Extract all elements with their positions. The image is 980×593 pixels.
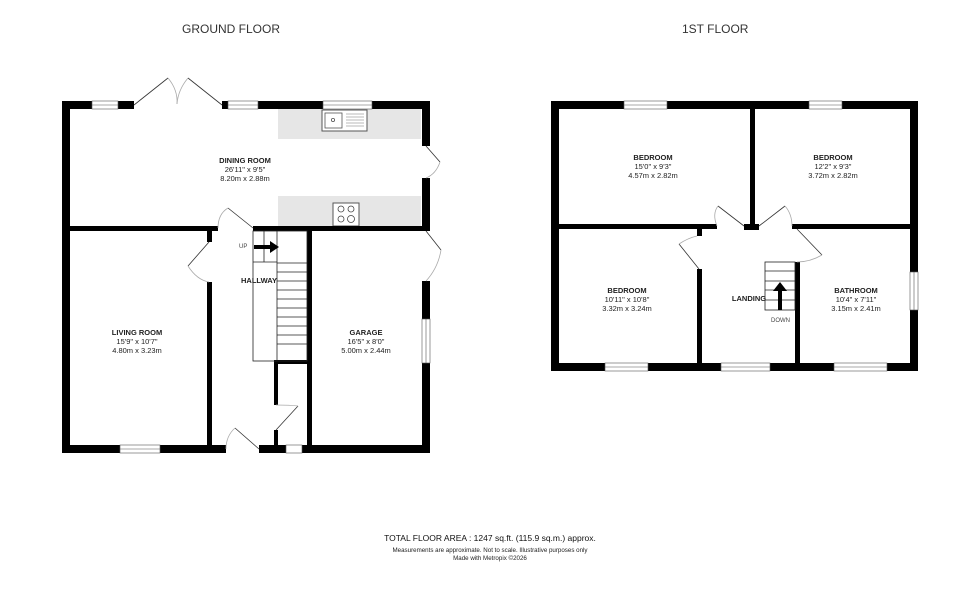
room-name: BATHROOM bbox=[834, 286, 878, 295]
room-label-living-room: LIVING ROOM 15'9" x 10'7" 4.80m x 3.23m bbox=[112, 328, 162, 355]
room-dimensions-metric: 3.15m x 2.41m bbox=[831, 304, 881, 313]
room-dimensions-imperial: 10'4" x 7'11" bbox=[835, 295, 877, 304]
first-walls bbox=[551, 101, 918, 371]
room-dimensions-imperial: 10'11" x 10'8" bbox=[604, 295, 650, 304]
first-floor-plan bbox=[551, 100, 919, 372]
room-name: LIVING ROOM bbox=[111, 328, 163, 337]
room-label-bedroom-3: BEDROOM 10'11" x 10'8" 3.32m x 3.24m bbox=[602, 286, 652, 313]
ground-floor-title: GROUND FLOOR bbox=[182, 22, 281, 36]
credit: Made with Metropix ©2026 bbox=[453, 555, 527, 562]
stairs-down-label: DOWN bbox=[771, 318, 790, 324]
room-dimensions-metric: 8.20m x 2.88m bbox=[220, 174, 270, 183]
room-label-dining-room: DINING ROOM 26'11" x 9'5" 8.20m x 2.88m bbox=[219, 156, 271, 183]
room-name: HALLWAY bbox=[241, 276, 277, 285]
room-name: BEDROOM bbox=[813, 153, 853, 162]
room-name: DINING ROOM bbox=[219, 156, 271, 165]
room-label-bedroom-2: BEDROOM 12'2" x 9'3" 3.72m x 2.82m bbox=[808, 153, 858, 180]
room-label-hallway: HALLWAY bbox=[241, 276, 277, 285]
room-dimensions-imperial: 16'5" x 8'0" bbox=[347, 337, 385, 346]
hob-icon bbox=[332, 202, 360, 227]
room-label-garage: GARAGE 16'5" x 8'0" 5.00m x 2.44m bbox=[341, 328, 391, 355]
stairs-up-arrow bbox=[254, 241, 279, 253]
room-dimensions-metric: 4.57m x 2.82m bbox=[628, 171, 678, 180]
room-label-bedroom-1: BEDROOM 15'0" x 9'3" 4.57m x 2.82m bbox=[628, 153, 678, 180]
room-dimensions-metric: 4.80m x 3.23m bbox=[112, 346, 162, 355]
ground-windows bbox=[91, 100, 431, 454]
stairs-up-label: UP bbox=[239, 244, 248, 250]
ground-doors bbox=[133, 77, 442, 450]
first-floor-title: 1ST FLOOR bbox=[682, 22, 749, 36]
room-name: LANDING bbox=[731, 294, 767, 303]
room-name: GARAGE bbox=[349, 328, 383, 337]
room-label-bathroom: BATHROOM 10'4" x 7'11" 3.15m x 2.41m bbox=[831, 286, 881, 313]
ground-walls bbox=[62, 101, 430, 453]
room-label-landing: LANDING bbox=[732, 294, 766, 303]
room-name: BEDROOM bbox=[633, 153, 673, 162]
room-dimensions-imperial: 15'0" x 9'3" bbox=[634, 162, 672, 171]
sink-icon bbox=[321, 109, 368, 132]
room-dimensions-metric: 5.00m x 2.44m bbox=[341, 346, 391, 355]
room-dimensions-metric: 3.72m x 2.82m bbox=[808, 171, 858, 180]
stairs-down-arrow bbox=[773, 282, 787, 310]
ground-stairs bbox=[252, 230, 308, 362]
total-floor-area: TOTAL FLOOR AREA : 1247 sq.ft. (115.9 sq… bbox=[384, 533, 596, 543]
room-dimensions-metric: 3.32m x 3.24m bbox=[602, 304, 652, 313]
disclaimer: Measurements are approximate. Not to sca… bbox=[392, 547, 588, 554]
room-dimensions-imperial: 26'11" x 9'5" bbox=[224, 165, 266, 174]
room-dimensions-imperial: 12'2" x 9'3" bbox=[814, 162, 852, 171]
room-dimensions-imperial: 15'9" x 10'7" bbox=[116, 337, 158, 346]
first-doors bbox=[678, 205, 823, 270]
footer: TOTAL FLOOR AREA : 1247 sq.ft. (115.9 sq… bbox=[0, 533, 980, 563]
ground-floor-plan bbox=[62, 77, 442, 454]
first-windows bbox=[604, 100, 919, 372]
room-name: BEDROOM bbox=[607, 286, 647, 295]
